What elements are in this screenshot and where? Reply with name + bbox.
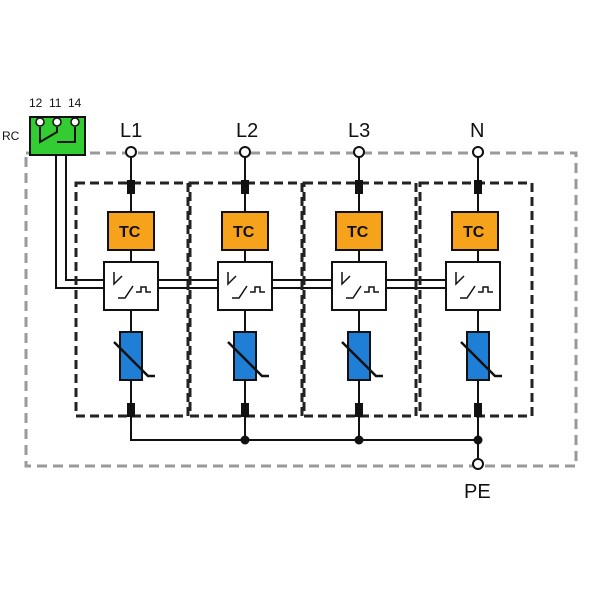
module-l2: L2 TC	[188, 120, 304, 445]
tc-label: TC	[463, 224, 485, 241]
phase-terminal	[125, 146, 137, 158]
tc-label: TC	[119, 224, 141, 241]
fuse-contact	[241, 180, 249, 194]
switch-symbol	[113, 272, 151, 299]
phase-terminal	[353, 146, 365, 158]
rc-label: RC	[2, 129, 20, 143]
tc-block	[335, 211, 383, 251]
fuse-contact-bottom	[241, 403, 249, 417]
tc-block	[107, 211, 155, 251]
thermal-disconnect	[445, 261, 501, 311]
enclosure-outline	[24, 151, 578, 468]
module-l1: L1 TC	[74, 120, 190, 440]
varistor	[347, 331, 371, 381]
thermal-disconnect	[331, 261, 387, 311]
pe-terminal	[472, 458, 484, 470]
tc-block	[451, 211, 499, 251]
fuse-contact	[127, 180, 135, 194]
varistor	[466, 331, 490, 381]
pe-label: PE	[464, 481, 491, 503]
module-l3: L3 TC	[302, 120, 418, 445]
rc-pin-12: 12	[29, 96, 43, 110]
remote-contact: RC 12 11 14	[2, 96, 86, 156]
phase-terminal	[472, 146, 484, 158]
varistor	[119, 331, 143, 381]
fuse-contact-bottom	[474, 403, 482, 417]
switch-symbol	[341, 272, 379, 299]
phase-label: N	[470, 120, 484, 142]
tc-label: TC	[347, 224, 369, 241]
bus-junction	[240, 435, 250, 445]
fuse-contact-bottom	[355, 403, 363, 417]
rc-pin-14: 14	[68, 96, 82, 110]
phase-label: L1	[120, 120, 142, 142]
phase-terminal	[239, 146, 251, 158]
switch-symbol	[227, 272, 265, 299]
fuse-contact-bottom	[127, 403, 135, 417]
bus-junction	[354, 435, 364, 445]
switch-symbol	[455, 272, 493, 299]
bus-junction	[473, 435, 483, 445]
fuse-contact	[474, 180, 482, 194]
module-n: N TC	[418, 120, 534, 445]
fuse-contact	[355, 180, 363, 194]
phase-label: L3	[348, 120, 370, 142]
phase-label: L2	[236, 120, 258, 142]
varistor	[233, 331, 257, 381]
thermal-disconnect	[217, 261, 273, 311]
rc-pin-11: 11	[49, 96, 62, 110]
thermal-disconnect	[103, 261, 159, 311]
tc-label: TC	[233, 224, 255, 241]
